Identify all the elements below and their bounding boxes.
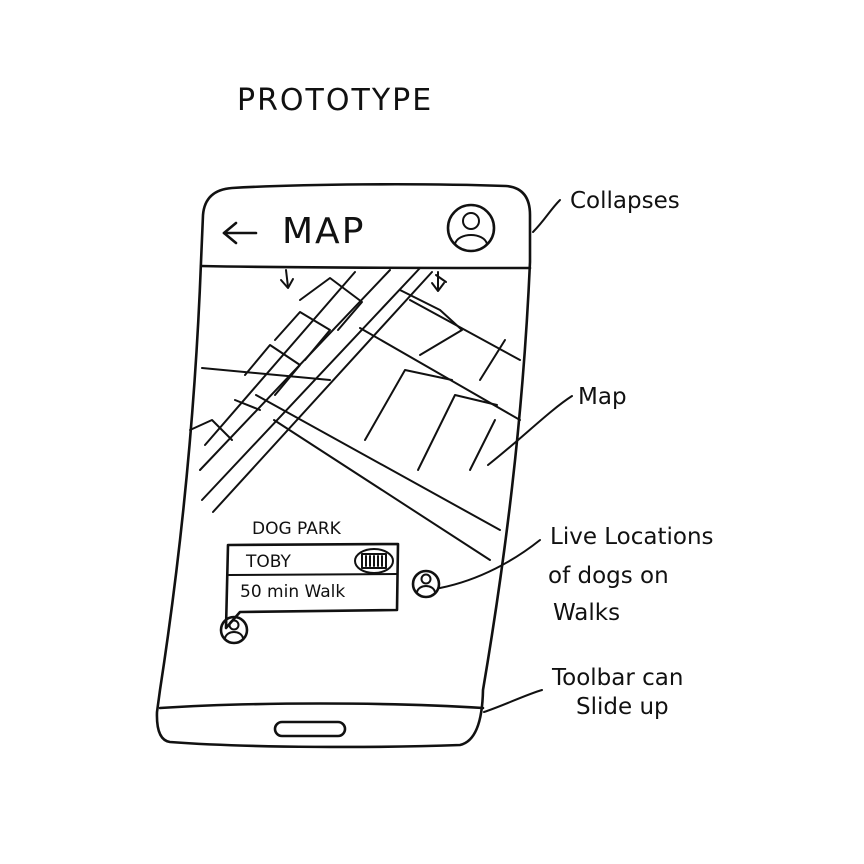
- annotation-live-locations-line-2: of dogs on: [548, 563, 669, 589]
- popup-walk-info: 50 min Walk: [240, 582, 345, 602]
- back-arrow-icon[interactable]: [222, 221, 258, 245]
- annotation-live-locations-line-1: Live Locations: [550, 524, 714, 550]
- annotation-map: Map: [578, 384, 627, 410]
- sketch-title: PROTOTYPE: [237, 83, 433, 118]
- collapses-pointer: [532, 199, 561, 233]
- live-locations-pointer: [439, 539, 541, 589]
- dog-badge-icon: [354, 548, 394, 574]
- map-pointer: [487, 395, 573, 466]
- profile-icon[interactable]: [446, 203, 496, 253]
- home-button-icon[interactable]: [273, 720, 347, 738]
- collapse-arrow-icon: [431, 271, 447, 292]
- dog-location-marker[interactable]: [219, 615, 249, 645]
- annotation-toolbar-line-1: Toolbar can: [551, 665, 683, 691]
- phone-outline: [155, 182, 532, 749]
- map-area[interactable]: [189, 267, 521, 561]
- header-title: MAP: [282, 211, 365, 252]
- popup-place: DOG PARK: [252, 519, 342, 539]
- header-divider: [199, 264, 532, 270]
- collapse-arrow-icon: [280, 269, 294, 289]
- annotation-toolbar-line-2: Slide up: [576, 694, 669, 720]
- annotation-collapses: Collapses: [570, 188, 680, 214]
- toolbar-divider: [158, 702, 485, 710]
- toolbar-pointer: [483, 689, 543, 713]
- dog-location-marker[interactable]: [411, 569, 441, 599]
- annotation-live-locations-line-3: Walks: [553, 600, 620, 626]
- dog-info-popup[interactable]: TOBY 50 min Walk: [224, 542, 400, 630]
- popup-dog-name: TOBY: [245, 552, 291, 572]
